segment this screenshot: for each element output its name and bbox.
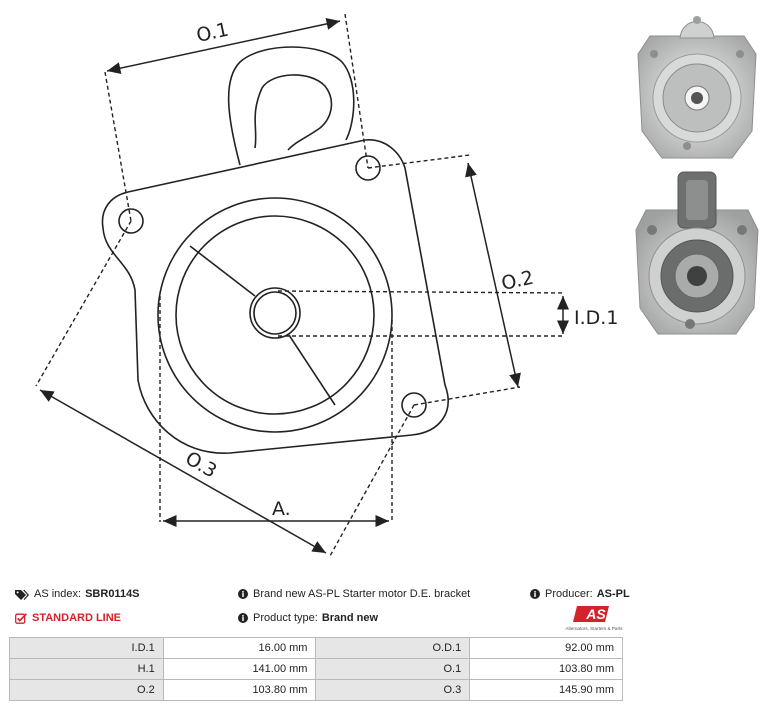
standard-line-row: STANDARD LINE [15,612,121,624]
spec-key: O.1 [315,658,471,680]
product-type-value: Brand new [321,612,379,624]
dim-o2-line [465,162,521,388]
spec-value: 141.00 mm [162,658,317,680]
spec-key: O.3 [315,679,471,701]
as-index-label: AS index: [34,588,82,600]
logo-text: AS [585,606,606,622]
flange-outer-ring [157,197,393,433]
spec-key: H.1 [9,658,164,680]
standard-line-label: STANDARD LINE [32,612,122,624]
table-row: O.2 103.80 mm O.3 145.90 mm [9,679,623,701]
spec-value: 103.80 mm [162,679,317,701]
wedge-line-2 [288,334,336,406]
bracket-technical-drawing: O.1 O.2 O.3 I.D.1 A. [35,13,618,557]
product-photo-back[interactable] [632,168,762,338]
label-o2: O.2 [499,267,535,295]
wedge-line-1 [189,245,256,297]
description-row: i Brand new AS-PL Starter motor D.E. bra… [238,588,470,600]
mount-hole-left [118,208,144,234]
bracket-outline [101,139,449,454]
top-lug-inner [254,74,333,151]
spec-value: 145.90 mm [469,679,623,701]
flange-inner-ring [175,215,375,415]
mount-hole-bottom [401,392,427,418]
spec-key: O.2 [9,679,164,701]
spec-value: 16.00 mm [162,637,317,659]
mount-hole-top [355,155,381,181]
checkbox-checked-icon [15,612,27,624]
producer-row: i Producer: AS-PL [530,588,630,600]
tags-icon [15,589,29,600]
producer-value: AS-PL [596,588,630,600]
label-id1: I.D.1 [574,307,618,329]
bore-outer [249,287,301,339]
product-photo-front[interactable] [632,6,762,162]
description-text: Brand new AS-PL Starter motor D.E. brack… [253,588,471,600]
producer-label: Producer: [545,588,593,600]
info-icon: i [530,589,540,599]
logo-tagline: Alternators, Starters & Parts [565,626,623,631]
product-type-label: Product type: [253,612,318,624]
info-icon: i [238,589,248,599]
dim-o1-line [106,17,341,75]
spec-table: I.D.1 16.00 mm O.D.1 92.00 mm H.1 141.00… [9,637,623,701]
bore-inner [253,291,297,335]
spec-key: O.D.1 [315,637,471,659]
spec-value: 103.80 mm [469,658,623,680]
as-index-row: AS index: SBR0114S [15,588,140,600]
label-a: A. [272,498,291,520]
as-pl-logo: AS Alternators, Starters & Parts [565,606,623,631]
spec-value: 92.00 mm [469,637,623,659]
product-type-row: i Product type: Brand new [238,612,378,624]
info-icon: i [238,613,248,623]
table-row: H.1 141.00 mm O.1 103.80 mm [9,658,623,680]
table-row: I.D.1 16.00 mm O.D.1 92.00 mm [9,637,623,659]
label-o1: O.1 [194,19,230,47]
as-index-value: SBR0114S [85,588,140,600]
spec-key: I.D.1 [9,637,164,659]
